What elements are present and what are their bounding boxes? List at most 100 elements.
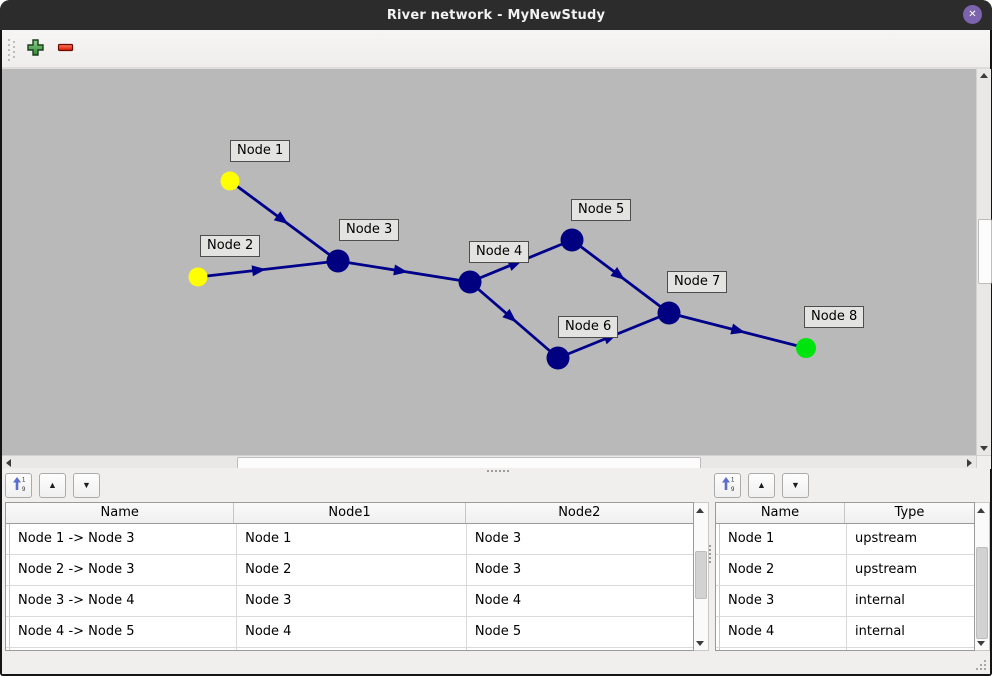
vertical-scrollbar-thumb[interactable] [978, 219, 992, 284]
table-cell[interactable]: Node 1 [237, 524, 467, 554]
column-header-node1[interactable]: Node1 [234, 503, 466, 523]
table-cell[interactable]: Node 5 [474, 624, 522, 639]
vertical-splitter-handle[interactable] [709, 545, 711, 547]
sort-branches-button[interactable]: 1 9 [5, 473, 32, 498]
river-network-canvas[interactable]: Node 1 Node 2 Node 3 Node 4 Node 5 Node 6 Node… [2, 69, 976, 455]
table-cell[interactable]: internal [855, 593, 905, 608]
nodes-toolbar: 1 9 ▲ ▼ [714, 473, 809, 498]
graph-node[interactable] [560, 228, 584, 252]
node-label[interactable]: Node 7 [667, 271, 728, 293]
edge-arrowhead-icon [610, 267, 625, 280]
remove-node-button[interactable] [53, 37, 77, 61]
table-cell[interactable]: Node 4 [716, 617, 848, 647]
window-resize-grip[interactable] [976, 660, 987, 671]
remove-icon [57, 39, 74, 59]
nodes-table-scrollbar[interactable] [975, 502, 990, 651]
table-cell[interactable]: internal [855, 624, 905, 639]
node-label[interactable]: Node 1 [230, 140, 291, 162]
table-row[interactable]: Node 2 upstream [716, 555, 974, 586]
canvas-vertical-scrollbar[interactable] [976, 69, 992, 455]
canvas-horizontal-scrollbar[interactable] [2, 455, 976, 470]
scroll-up-button[interactable] [694, 504, 706, 516]
svg-text:9: 9 [22, 487, 26, 492]
graph-node[interactable] [220, 171, 240, 191]
down-arrow-icon [696, 640, 704, 646]
window-title: River network - MyNewStudy [386, 7, 606, 23]
table-cell[interactable]: Node 3 [716, 586, 848, 616]
table-row[interactable] [6, 648, 693, 650]
scroll-down-button[interactable] [977, 442, 991, 455]
toolbar-drag-handle[interactable] [7, 38, 17, 60]
graph-node[interactable] [796, 338, 816, 358]
column-header-node2[interactable]: Node2 [558, 505, 601, 520]
graph-node[interactable] [458, 270, 482, 294]
node-label[interactable]: Node 5 [571, 199, 632, 221]
column-header-name[interactable]: Name [716, 503, 845, 523]
table-row[interactable]: Node 3 internal [716, 586, 974, 617]
table-cell[interactable]: Node 1 [716, 524, 848, 554]
down-arrow-icon [977, 640, 985, 646]
down-arrow-icon [980, 446, 988, 451]
table-cell[interactable]: Node 2 [716, 555, 848, 585]
branches-toolbar: 1 9 ▲ ▼ [5, 473, 100, 498]
svg-text:1: 1 [731, 478, 735, 484]
table-cell[interactable]: Node 4 [237, 617, 467, 647]
table-cell[interactable]: upstream [855, 562, 918, 577]
table-row[interactable]: Node 4 internal [716, 617, 974, 648]
scroll-down-button[interactable] [694, 637, 706, 649]
table-row[interactable] [716, 648, 974, 650]
table-cell[interactable]: Node 3 [237, 586, 467, 616]
up-triangle-icon: ▲ [48, 480, 57, 490]
table-row[interactable]: Node 1 upstream [716, 524, 974, 555]
scroll-right-button[interactable] [963, 456, 976, 469]
column-header-name[interactable]: Name [6, 503, 235, 523]
scrollbar-thumb[interactable] [976, 547, 988, 639]
move-node-down-button[interactable]: ▼ [782, 473, 809, 498]
scroll-left-button[interactable] [2, 456, 15, 469]
branches-table-header: Name Node1 Node2 [6, 503, 693, 524]
graph-node[interactable] [188, 267, 208, 287]
node-label[interactable]: Node 2 [200, 235, 261, 257]
table-cell[interactable]: Node 3 [474, 531, 522, 546]
table-cell[interactable]: Node 4 -> Node 5 [6, 617, 238, 647]
node-label[interactable]: Node 4 [469, 241, 530, 263]
table-cell[interactable]: Node 4 [474, 593, 522, 608]
column-header-type[interactable]: Type [894, 505, 925, 520]
add-node-button[interactable] [23, 37, 47, 61]
graph-node[interactable] [657, 301, 681, 325]
scroll-up-button[interactable] [975, 504, 987, 516]
graph-node[interactable] [546, 346, 570, 370]
graph-edge[interactable] [197, 259, 339, 279]
table-cell[interactable]: upstream [855, 531, 918, 546]
table-cell[interactable]: Node 2 [237, 555, 467, 585]
table-cell[interactable]: Node 2 -> Node 3 [6, 555, 238, 585]
scroll-up-button[interactable] [977, 69, 991, 82]
move-branch-up-button[interactable]: ▲ [39, 473, 66, 498]
up-triangle-icon: ▲ [757, 480, 766, 490]
edge-arrowhead-icon [507, 260, 523, 271]
close-button[interactable]: ✕ [963, 5, 982, 24]
branches-table-scrollbar[interactable] [694, 502, 709, 651]
up-arrow-icon [980, 73, 988, 78]
table-cell[interactable]: Node 3 [474, 562, 522, 577]
scroll-down-button[interactable] [975, 637, 987, 649]
table-cell[interactable]: Node 1 -> Node 3 [6, 524, 238, 554]
title-bar[interactable]: River network - MyNewStudy ✕ [0, 0, 992, 30]
move-node-up-button[interactable]: ▲ [748, 473, 775, 498]
move-branch-down-button[interactable]: ▼ [73, 473, 100, 498]
up-arrow-icon [696, 507, 704, 513]
node-label[interactable]: Node 6 [558, 316, 619, 338]
scrollbar-thumb[interactable] [695, 551, 707, 599]
sort-nodes-button[interactable]: 1 9 [714, 473, 741, 498]
node-label[interactable]: Node 8 [804, 306, 865, 328]
node-label[interactable]: Node 3 [339, 219, 400, 241]
graph-node[interactable] [326, 249, 350, 273]
horizontal-splitter-handle[interactable] [487, 470, 489, 472]
close-icon: ✕ [968, 9, 977, 20]
table-cell[interactable]: Node 3 -> Node 4 [6, 586, 238, 616]
